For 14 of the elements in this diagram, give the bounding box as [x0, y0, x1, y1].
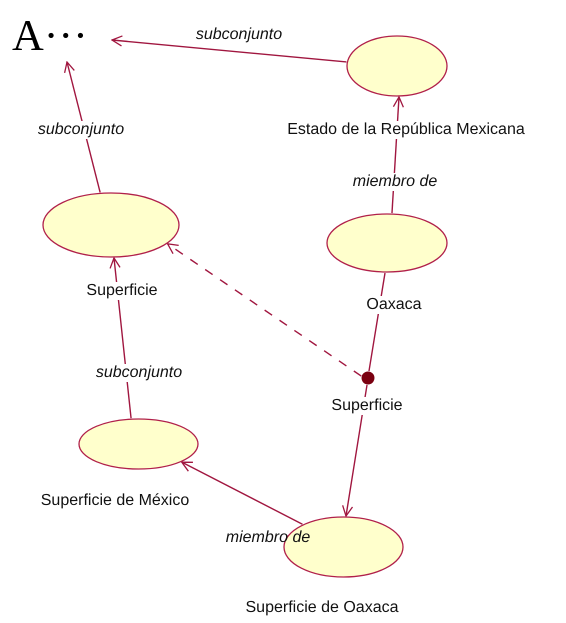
- node-caption: Superficie de México: [38, 492, 192, 510]
- arrow: [111, 35, 346, 63]
- node-caption: Superficie de Oaxaca: [244, 599, 400, 617]
- edge-label: miembro de: [224, 529, 312, 547]
- arrow: [181, 462, 303, 525]
- concept-label: A···: [12, 10, 112, 62]
- dashed-arrow: [166, 243, 362, 377]
- edge-label: miembro de: [350, 173, 440, 191]
- edge-label: subconjunto: [36, 121, 126, 139]
- node-caption: Oaxaca: [364, 296, 424, 314]
- edge-label: subconjunto: [194, 26, 284, 44]
- node-caption: Superficie: [329, 397, 405, 415]
- edge-label: subconjunto: [94, 364, 184, 382]
- node-caption: Superficie: [84, 282, 160, 300]
